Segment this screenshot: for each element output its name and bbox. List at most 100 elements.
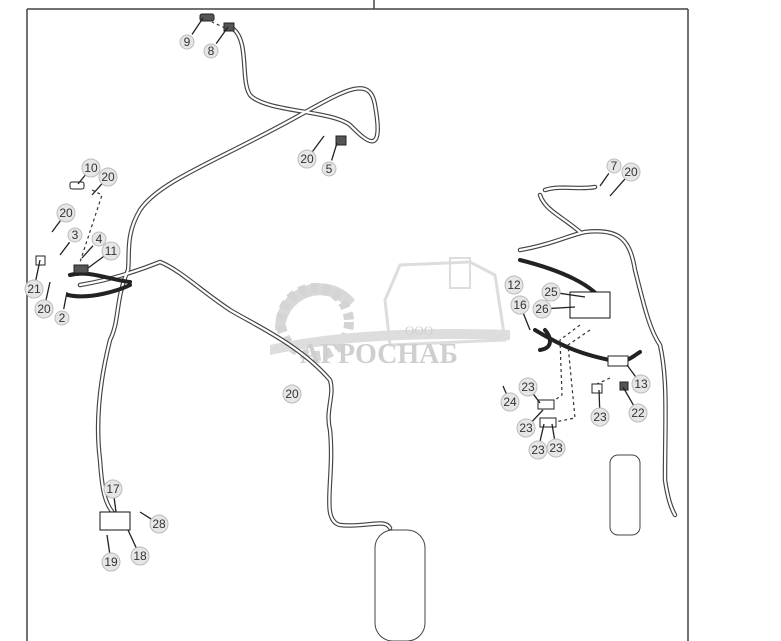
callout-number: 20 <box>300 152 314 166</box>
callout-26[interactable]: 26 <box>532 299 576 319</box>
callout-13[interactable]: 13 <box>626 364 651 394</box>
callout-20[interactable]: 20 <box>282 384 302 404</box>
callout-23[interactable]: 23 <box>528 423 548 460</box>
connector-5 <box>335 135 347 146</box>
leader-line <box>91 183 103 196</box>
callout-bubble <box>101 241 121 261</box>
callout-bubble <box>81 158 101 178</box>
leader-line <box>331 142 338 161</box>
callout-18[interactable]: 18 <box>127 529 150 566</box>
callout-number: 18 <box>133 549 147 563</box>
callout-20[interactable]: 20 <box>51 203 76 233</box>
connector-13 <box>607 355 629 367</box>
callout-20[interactable]: 20 <box>297 135 325 169</box>
callout-20[interactable]: 20 <box>34 281 54 319</box>
callout-bubble <box>54 310 70 326</box>
callout-number: 16 <box>513 298 527 312</box>
callout-23[interactable]: 23 <box>590 389 610 427</box>
callout-bubble <box>282 384 302 404</box>
right-harness-inner <box>518 230 677 517</box>
leader-line <box>51 219 62 233</box>
leader-line <box>77 174 86 185</box>
callout-25[interactable]: 25 <box>541 282 586 302</box>
callout-19[interactable]: 19 <box>101 534 121 572</box>
callout-16[interactable]: 16 <box>510 295 531 331</box>
callout-10[interactable]: 10 <box>77 158 101 185</box>
callout-number: 25 <box>544 285 558 299</box>
leader-line <box>598 389 601 409</box>
right-harness <box>517 229 678 518</box>
callout-3[interactable]: 3 <box>59 227 83 256</box>
callout-bubble <box>590 407 610 427</box>
right-top-harness-inner <box>538 185 597 234</box>
callout-23[interactable]: 23 <box>516 409 544 438</box>
callout-bubble <box>532 299 552 319</box>
callout-bubble <box>504 275 524 295</box>
components <box>35 13 641 641</box>
callout-number: 20 <box>59 206 73 220</box>
callout-number: 20 <box>285 387 299 401</box>
callout-7[interactable]: 7 <box>599 158 622 187</box>
leader-line <box>599 173 610 187</box>
callout-24[interactable]: 24 <box>500 385 520 412</box>
callout-11[interactable]: 11 <box>87 241 121 269</box>
right-top-harness <box>537 184 598 235</box>
callout-bubble <box>606 158 622 174</box>
callout-9[interactable]: 9 <box>179 17 204 50</box>
callout-number: 21 <box>27 282 41 296</box>
callout-number: 7 <box>611 159 618 173</box>
connector-10 <box>69 181 85 190</box>
callout-bubble <box>67 227 83 243</box>
callout-2[interactable]: 2 <box>54 291 70 326</box>
connector-8 <box>223 22 235 32</box>
callout-23[interactable]: 23 <box>518 377 541 404</box>
callout-20[interactable]: 20 <box>609 162 641 197</box>
leader-line <box>215 26 229 45</box>
callout-bubble <box>98 167 118 187</box>
callout-28[interactable]: 28 <box>139 511 169 534</box>
connector-23a <box>537 399 555 410</box>
callout-number: 11 <box>105 244 118 258</box>
callout-23[interactable]: 23 <box>546 423 566 458</box>
callout-number: 10 <box>84 161 98 175</box>
callout-bubble <box>321 161 337 177</box>
connector-23b <box>539 417 557 428</box>
upper-harness-inner <box>126 26 379 272</box>
console-lower <box>374 529 426 641</box>
leader-line <box>502 385 507 395</box>
leader-line <box>609 178 626 197</box>
callout-4[interactable]: 4 <box>81 231 107 259</box>
callout-bubble <box>56 203 76 223</box>
callout-number: 20 <box>624 165 638 179</box>
callout-bubble <box>149 514 169 534</box>
leader-line <box>139 511 152 520</box>
callout-5[interactable]: 5 <box>321 142 338 177</box>
callout-number: 23 <box>521 380 535 394</box>
connector-23c <box>591 383 603 394</box>
callout-number: 3 <box>72 228 79 242</box>
callout-bubble <box>130 546 150 566</box>
callout-bubble <box>631 374 651 394</box>
callout-bubble <box>34 299 54 319</box>
callout-20[interactable]: 20 <box>91 167 118 196</box>
callout-bubble <box>24 279 44 299</box>
leader-line <box>626 364 637 378</box>
left-down-harness-inner <box>96 268 130 517</box>
callout-17[interactable]: 17 <box>103 479 123 513</box>
leader-line <box>559 292 586 298</box>
callout-21[interactable]: 21 <box>24 259 44 299</box>
watermark-prefix: ООО <box>405 323 433 338</box>
leader-line <box>532 393 541 404</box>
callout-12[interactable]: 12 <box>504 275 524 295</box>
callout-number: 23 <box>549 441 563 455</box>
leader-line <box>106 534 111 554</box>
callout-number: 4 <box>96 232 103 246</box>
callout-22[interactable]: 22 <box>622 386 648 423</box>
callout-number: 23 <box>519 421 533 435</box>
callout-8[interactable]: 8 <box>203 26 229 59</box>
leader-line <box>550 306 576 310</box>
callout-number: 2 <box>59 311 66 325</box>
